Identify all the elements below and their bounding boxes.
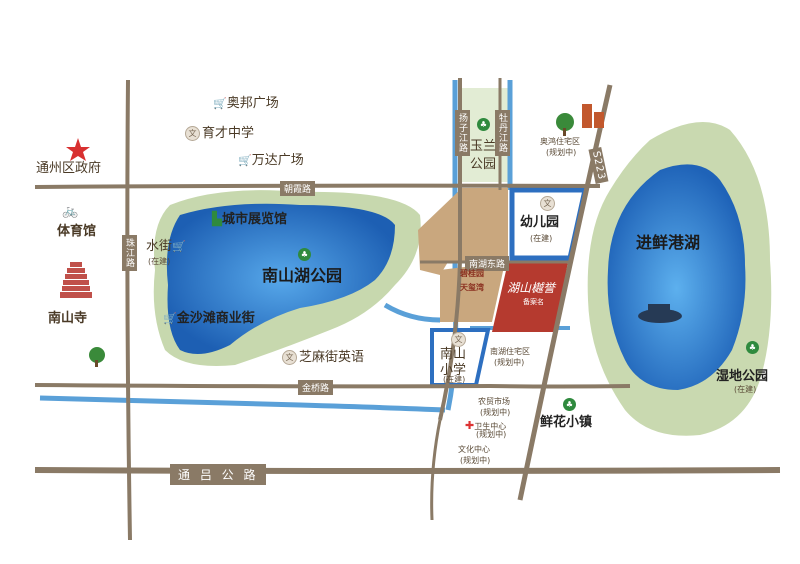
nanshan-lake xyxy=(166,203,395,354)
label-tianhuang: 天玺湾 xyxy=(460,283,484,292)
road-jinqiao: 金桥路 xyxy=(298,380,334,395)
building-icon-aohai xyxy=(582,104,604,128)
tree-icon-west xyxy=(89,347,105,367)
label-nanshan-school: 南山 xyxy=(440,347,467,362)
label-gym: 体育馆 xyxy=(57,224,97,239)
park-tree-icon: ♣ xyxy=(298,248,313,261)
label-culture: 文化中心 xyxy=(458,445,490,454)
label-health-sub: (规划中) xyxy=(476,430,507,439)
label-health: ✚卫生中心 xyxy=(465,419,507,432)
kg-icon: 文 xyxy=(540,196,557,211)
label-shuijie-sub: (在建) xyxy=(148,257,171,266)
road-nanhu-east: 南湖东路 xyxy=(465,256,510,271)
label-market: 农贸市场 xyxy=(478,397,510,406)
road-tonglv: 通 吕 公 路 xyxy=(170,464,267,485)
cart-icon: 🛒 xyxy=(213,97,227,110)
school-icon: 文 xyxy=(282,350,297,365)
label-kindergarten: 幼儿园 xyxy=(520,215,560,230)
pagoda-icon xyxy=(60,262,92,298)
river-west xyxy=(39,395,446,413)
label-wanda: 🛒万达广场 xyxy=(238,153,304,168)
label-aobang: 🛒奥邦广场 xyxy=(213,96,279,111)
cart-icon: 🛒 xyxy=(238,154,252,167)
label-xianhua: 鲜花小镇 xyxy=(540,415,593,430)
label-nanshan-school2: 小学 xyxy=(440,363,467,378)
label-yulan2: 公园 xyxy=(470,157,497,172)
cart-icon: 🛒 xyxy=(163,312,177,325)
label-market-sub: (规划中) xyxy=(480,408,511,417)
label-nanhu-res-sub: (规划中) xyxy=(494,358,525,367)
label-nanshansi: 南山寺 xyxy=(48,311,88,326)
label-aohai: 奥鸿住宅区 xyxy=(540,137,580,146)
label-aohai-sub: (规划中) xyxy=(546,148,577,157)
road-mudanjiang: 牡丹江路 xyxy=(495,110,510,156)
label-nanhu-res: 南湖住宅区 xyxy=(490,347,530,356)
tree-icon-yulan xyxy=(556,113,574,136)
school-icon: 文 xyxy=(185,126,200,141)
yulan-tree-icon: ♣ xyxy=(477,118,492,131)
label-kindergarten-sub: (在建) xyxy=(530,234,553,243)
school-icon-nanshan: 文 xyxy=(451,332,468,347)
gov-star-icon xyxy=(66,138,90,161)
plot-bigui-upper xyxy=(418,188,508,275)
building-icon: ▙ xyxy=(212,212,222,227)
xianhua-tree-icon: ♣ xyxy=(563,398,578,411)
road-chaoxia: 朝霞路 xyxy=(280,181,316,196)
road-yangzijiang: 扬子江路 xyxy=(455,110,470,156)
label-nanshan-school-sub: (在建) xyxy=(443,375,466,384)
label-yucai: 文育才中学 xyxy=(185,126,254,141)
jinxian-lake xyxy=(607,164,746,390)
label-bigui: 碧桂园 xyxy=(460,269,484,278)
label-wetland: 湿地公园 xyxy=(716,369,769,384)
label-lake: 进鲜港湖 xyxy=(636,233,701,252)
label-project-sub: 备案名 xyxy=(523,298,544,306)
label-gov: 通州区政府 xyxy=(36,161,102,176)
label-yulan: 玉兰 xyxy=(470,139,497,154)
label-project: 湖山樾誉 xyxy=(507,281,556,295)
bike-icon: 🚲 xyxy=(62,204,79,219)
road-zhujiang: 珠江路 xyxy=(122,235,137,271)
red-cross-icon: ✚ xyxy=(465,419,475,432)
label-city-hall: ▙城市展览馆 xyxy=(212,212,288,227)
label-jinsha: 🛒金沙滩商业街 xyxy=(163,311,255,326)
label-wetland-sub: (在建) xyxy=(734,385,757,394)
cart-icon: 🛒 xyxy=(172,240,186,253)
label-shuijie: 水街🛒 xyxy=(146,239,186,254)
plot-project xyxy=(492,262,568,332)
label-zhima: 文芝麻街英语 xyxy=(282,350,364,365)
wetland-tree-icon: ♣ xyxy=(746,341,761,354)
label-culture-sub: (规划中) xyxy=(460,456,491,465)
label-nanshan-park: 南山湖公园 xyxy=(262,266,343,285)
river-link xyxy=(383,302,441,323)
island-icon xyxy=(638,304,682,323)
